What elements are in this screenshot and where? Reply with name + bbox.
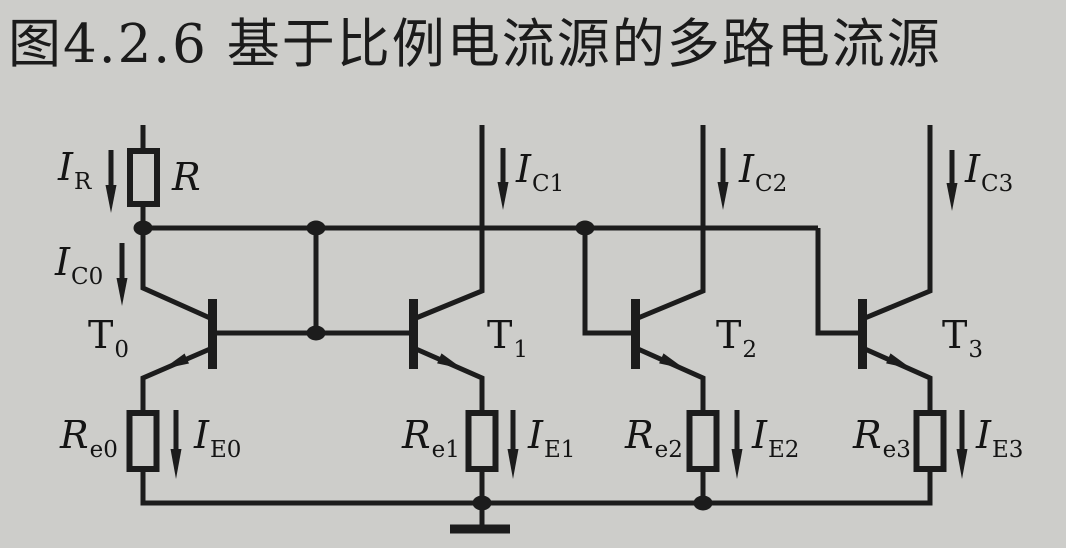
label-re0: Re0: [60, 413, 118, 463]
label-ic3: IC3: [965, 147, 1014, 197]
wire-bus-to-t2-base: [582, 228, 633, 336]
label-ie0: IE0: [194, 413, 242, 463]
t0-base-bar: [208, 299, 217, 369]
wire-bus-to-t3-base: [815, 228, 860, 336]
ie3-current-arrow-icon: [956, 410, 968, 479]
wire-t1-collector: [415, 125, 485, 321]
resistor-re2-body: [686, 410, 720, 472]
node-dot-bus-1: [306, 220, 326, 236]
t3-emitter-arrow-icon: [886, 353, 912, 369]
label-ic1: IC1: [516, 147, 565, 197]
label-t0: T0: [88, 313, 129, 363]
label-t2: T2: [716, 313, 757, 363]
figure-title: 图4.2.6 基于比例电流源的多路电流源: [8, 14, 942, 75]
resistor-re1-body: [465, 410, 499, 472]
t1-base-bar: [409, 299, 418, 369]
label-re3: Re3: [853, 413, 911, 463]
wire-t0-emitter: [140, 346, 211, 413]
node-dot-ground-2: [693, 495, 713, 511]
label-r: R: [172, 155, 201, 199]
label-re2: Re2: [625, 413, 683, 463]
label-ie3: IE3: [976, 413, 1024, 463]
ic2-current-arrow-icon: [717, 148, 729, 210]
label-ie2: IE2: [752, 413, 800, 463]
label-t3: T3: [942, 313, 983, 363]
wire-t3-emitter: [863, 346, 933, 413]
wire-t3-collector: [864, 125, 933, 321]
ie2-current-arrow-icon: [731, 410, 743, 479]
ir-current-arrow-icon: [105, 150, 117, 213]
wire-t2-emitter: [636, 346, 706, 413]
ie0-current-arrow-icon: [170, 410, 182, 479]
resistor-re3-body: [913, 410, 947, 472]
t2-base-bar: [631, 299, 640, 369]
node-dot-bus-2: [575, 220, 595, 236]
label-t1: T1: [487, 313, 528, 363]
label-ic2: IC2: [739, 147, 788, 197]
wire-t0-collector: [140, 228, 212, 321]
label-re1: Re1: [402, 413, 460, 463]
resistor-r-body: [127, 148, 160, 207]
ie1-current-arrow-icon: [507, 410, 519, 479]
label-ic0: IC0: [55, 240, 104, 290]
t0-emitter-arrow-icon: [163, 353, 189, 369]
t3-base-bar: [858, 299, 867, 369]
ic3-current-arrow-icon: [946, 150, 958, 211]
t1-emitter-arrow-icon: [437, 353, 463, 369]
wire-t2-collector: [637, 125, 706, 321]
wire-t1-emitter: [414, 346, 485, 413]
wire-ground-rail: [140, 469, 933, 506]
ic0-current-arrow-icon: [116, 243, 128, 306]
node-dot-base-link: [306, 325, 326, 341]
node-dot-ground-1: [472, 495, 492, 511]
label-ie1: IE1: [528, 413, 576, 463]
t2-emitter-arrow-icon: [659, 353, 685, 369]
ic1-current-arrow-icon: [497, 148, 509, 210]
node-dot-r-bus: [133, 220, 153, 236]
label-ir: IR: [58, 145, 92, 195]
resistor-re0-body: [126, 410, 160, 472]
